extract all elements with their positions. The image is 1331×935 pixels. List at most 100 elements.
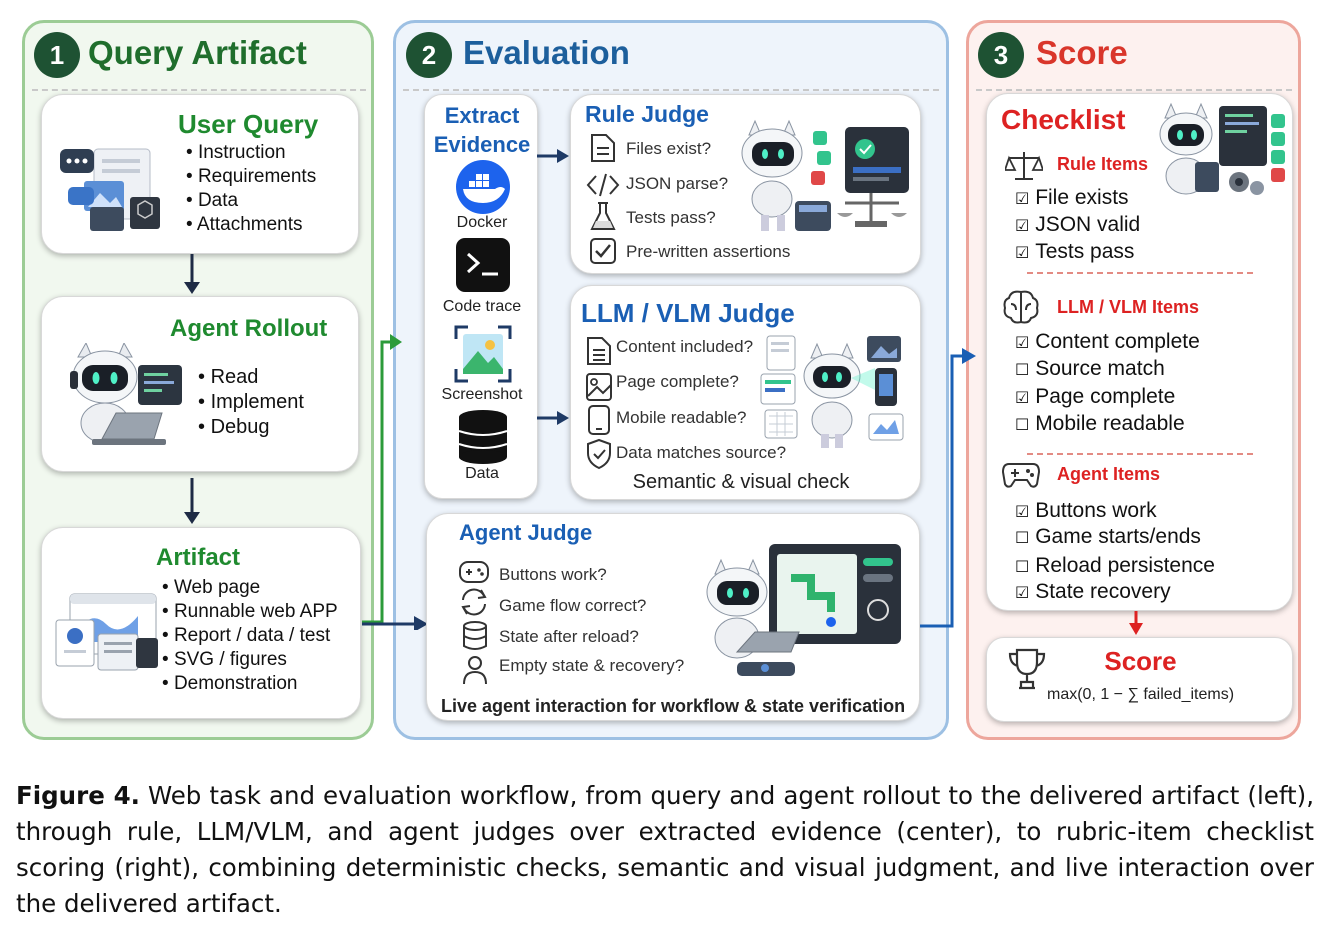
checklist-item: ☑ File exists [1015,186,1129,209]
list-item: • Instruction [186,142,286,163]
robot-vision-illustration [760,335,904,448]
data-label: Data [465,465,499,482]
panel-divider [976,89,1292,91]
caption-label: Figure 4. [16,781,140,810]
agent-judge-card: Agent Judge Buttons work? Game flow corr… [426,513,920,721]
score-formula: max(0, 1 − ∑ failed_items) [1046,686,1235,703]
database-icon [458,410,508,464]
document-icon [587,337,611,365]
robot-game-illustration [706,544,901,676]
agent-items-label: Agent Items [1057,464,1161,484]
image-icon [586,373,612,401]
list-item: • Debug [198,416,270,438]
llm-judge-footer: Semantic & visual check [632,471,850,493]
docker-label: Docker [456,214,508,231]
gamepad-icon [1001,463,1041,488]
checklist-item: ☑ Buttons work [1015,499,1157,522]
terminal-icon [456,238,510,292]
list-item: • Demonstration [162,673,298,694]
refresh-icon [461,588,487,616]
score-title: Score [1104,646,1177,676]
agent-rollout-card: Agent Rollout • Read • Implement • Debug [41,296,359,472]
code-trace-label: Code trace [442,298,522,315]
artifact-title: Artifact [156,544,241,571]
list-item: • Data [186,190,239,211]
check-tests-pass: Tests pass? [626,208,716,227]
list-item: • Requirements [186,166,317,187]
check-json-parse: JSON parse? [626,174,729,193]
checklist-item: ☐ Mobile readable [1015,412,1185,435]
screenshot-label: Screenshot [441,386,523,403]
check-state-reload: State after reload? [499,627,639,646]
list-item: • Attachments [186,214,303,235]
list-item: • Report / data / test [162,625,331,646]
panel-divider [32,89,366,91]
checklist-item: ☐ Reload persistence [1015,554,1215,577]
check-content-included: Content included? [616,337,754,356]
scale-icon [1005,152,1043,180]
user-query-card: User Query • Instruction • Requirements … [41,94,359,254]
caption-text: Web task and evaluation workflow, from q… [16,781,1314,918]
panel-divider [403,89,939,91]
step-badge: 3 [978,32,1024,78]
agent-rollout-list: • Read • Implement • Debug [198,365,304,440]
figure-caption: Figure 4. Web task and evaluation workfl… [16,778,1314,922]
rule-items-label: Rule Items [1057,154,1149,174]
checkbox-icon [590,238,616,264]
screenshot-icon [454,325,512,383]
list-item: • Read [198,366,259,388]
llm-judge-title: LLM / VLM Judge [581,298,795,328]
checklist-item: ☑ Page complete [1015,385,1176,408]
flask-icon [590,202,616,230]
step-badge: 1 [34,32,80,78]
connector-arrow [920,348,976,628]
panel-title: Evaluation [463,34,630,71]
mobile-icon [588,405,610,435]
panel-title: Query Artifact [88,34,307,71]
check-buttons-work: Buttons work? [499,565,607,584]
checklist-item: ☑ Tests pass [1015,240,1135,263]
checklist-item: ☐ Game starts/ends [1015,525,1201,548]
robot-scale-illustration [741,119,909,231]
list-item: • Implement [198,391,304,413]
user-query-title: User Query [178,109,319,139]
connector-arrows [362,334,428,630]
brain-icon [1003,290,1039,324]
robot-checklist-illustration [1159,102,1285,195]
agent-judge-footer: Live agent interaction for workflow & st… [441,696,906,716]
file-icon [591,134,615,162]
web-pages-icon [55,593,158,671]
check-mobile-readable: Mobile readable? [616,408,747,427]
rule-judge-title: Rule Judge [585,101,709,127]
artifact-list: • Web page • Runnable web APP • Report /… [162,576,338,696]
agent-judge-title: Agent Judge [459,520,593,545]
check-page-complete: Page complete? [616,372,739,391]
rule-judge-card: Rule Judge Files exist? JSON parse? Test… [570,94,921,274]
down-arrow [184,478,200,524]
person-icon [463,656,487,685]
checklist-item: ☑ Content complete [1015,330,1200,353]
section-divider [1027,453,1253,455]
right-arrow [537,149,569,163]
section-divider [1027,272,1253,274]
check-data-matches: Data matches source? [616,443,787,462]
user-query-list: • Instruction • Requirements • Data • At… [186,141,316,237]
checklist-card: Checklist Rule Items ☑ File exists ☑ JSO… [986,93,1293,611]
check-empty-state: Empty state & recovery? [499,656,685,675]
checklist-item: ☑ JSON valid [1015,213,1141,236]
trophy-icon [1008,648,1046,690]
docker-icon [456,160,510,214]
agent-rollout-title: Agent Rollout [170,315,328,342]
checklist-item: ☑ State recovery [1015,580,1171,603]
check-files-exist: Files exist? [626,139,712,158]
score-card: Score max(0, 1 − ∑ failed_items) [986,637,1293,722]
llm-items-label: LLM / VLM Items [1057,297,1200,317]
list-item: • SVG / figures [162,649,287,670]
code-icon [586,173,620,197]
down-arrow [184,254,200,294]
shield-check-icon [587,438,611,470]
step-badge: 2 [406,32,452,78]
robot-laptop-icon [70,343,182,445]
check-assertions: Pre-written assertions [626,242,791,261]
